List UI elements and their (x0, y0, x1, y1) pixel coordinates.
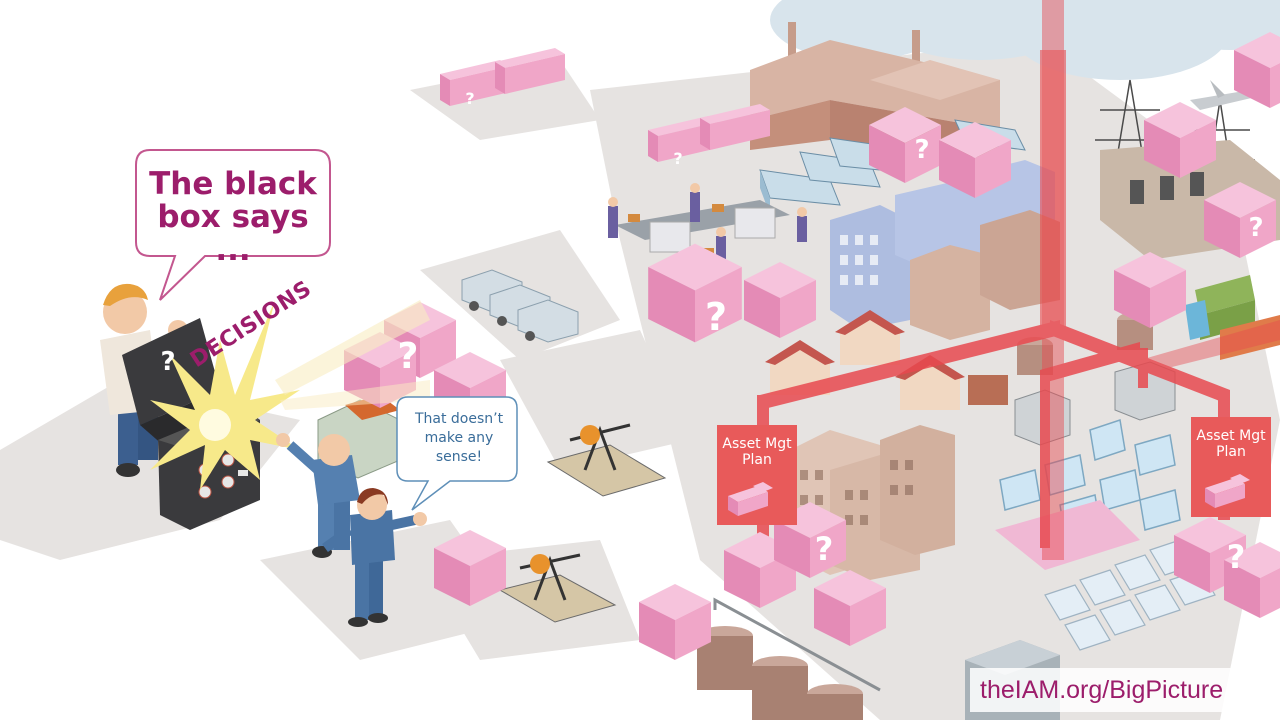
speech-line: That doesn’t (414, 411, 504, 427)
red-pipes (757, 0, 1280, 560)
plan-line: Asset Mgt (1196, 428, 1266, 444)
asset-plan-boards (717, 417, 1271, 525)
speech-bubble-main (135, 149, 331, 301)
question-mark: ? (673, 149, 682, 168)
vans (461, 269, 579, 343)
question-mark: ? (1248, 213, 1263, 243)
plan-line: Plan (742, 452, 772, 468)
speech-bubble-main-text: The black box says ... (140, 168, 326, 267)
plan-line: Asset Mgt (722, 436, 792, 452)
speech-bubble-small (396, 396, 518, 511)
plan-line: Plan (1216, 444, 1246, 460)
speech-line: The black (149, 166, 317, 202)
silos (697, 597, 881, 720)
man-bald (276, 433, 360, 558)
speech-line: sense! (435, 449, 483, 465)
question-mark: ? (815, 530, 834, 568)
speech-line: make any (424, 430, 494, 446)
man-brown-hair (322, 488, 427, 627)
asset-plan-right-label: Asset Mgt Plan (1194, 428, 1268, 460)
question-mark: ? (705, 295, 727, 339)
oil-pumpjacks (498, 423, 667, 623)
question-mark: ? (398, 336, 419, 377)
airplane-icon (1190, 80, 1260, 110)
assembly-line (608, 183, 807, 260)
computer-desk (995, 500, 1140, 570)
explosion-burst (150, 300, 430, 490)
speech-line: box says ... (157, 199, 309, 268)
question-mark: ? (465, 89, 474, 108)
question-mark: ? (160, 347, 175, 377)
speech-bubble-small-text: That doesn’t make any sense! (400, 410, 518, 467)
question-marks: ? ? ? ? ? ? ? ? ? (160, 89, 1263, 576)
footer-url-background (970, 668, 1260, 712)
asset-plan-left-label: Asset Mgt Plan (720, 436, 794, 468)
footer-url[interactable]: theIAM.org/BigPicture (980, 676, 1224, 704)
question-mark: ? (1227, 538, 1246, 576)
question-mark: ? (914, 135, 929, 165)
plant-equipment (968, 275, 1280, 446)
